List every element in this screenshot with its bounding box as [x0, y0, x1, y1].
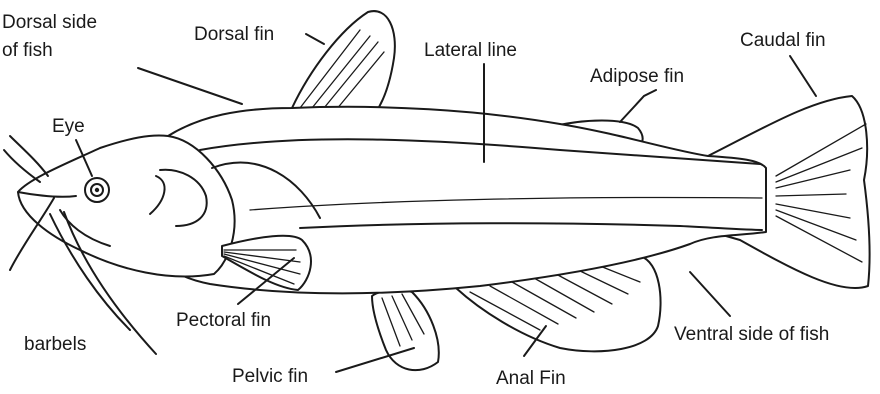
label-barbels: barbels: [24, 334, 86, 355]
dorsal-fin: [292, 11, 395, 112]
eye-icon: [85, 178, 109, 202]
label-anal-fin: Anal Fin: [496, 368, 566, 389]
label-lateral-line: Lateral line: [424, 40, 517, 61]
label-pectoral-fin: Pectoral fin: [176, 310, 271, 331]
label-caudal-fin: Caudal fin: [740, 30, 826, 51]
label-eye: Eye: [52, 116, 85, 137]
label-ventral-side: Ventral side of fish: [674, 324, 829, 345]
label-dorsal-fin: Dorsal fin: [194, 24, 274, 45]
label-pelvic-fin: Pelvic fin: [232, 366, 308, 387]
label-adipose-fin: Adipose fin: [590, 66, 684, 87]
label-dorsal-side-line2: of fish: [2, 40, 53, 61]
label-dorsal-side-line1: Dorsal side: [2, 12, 97, 33]
